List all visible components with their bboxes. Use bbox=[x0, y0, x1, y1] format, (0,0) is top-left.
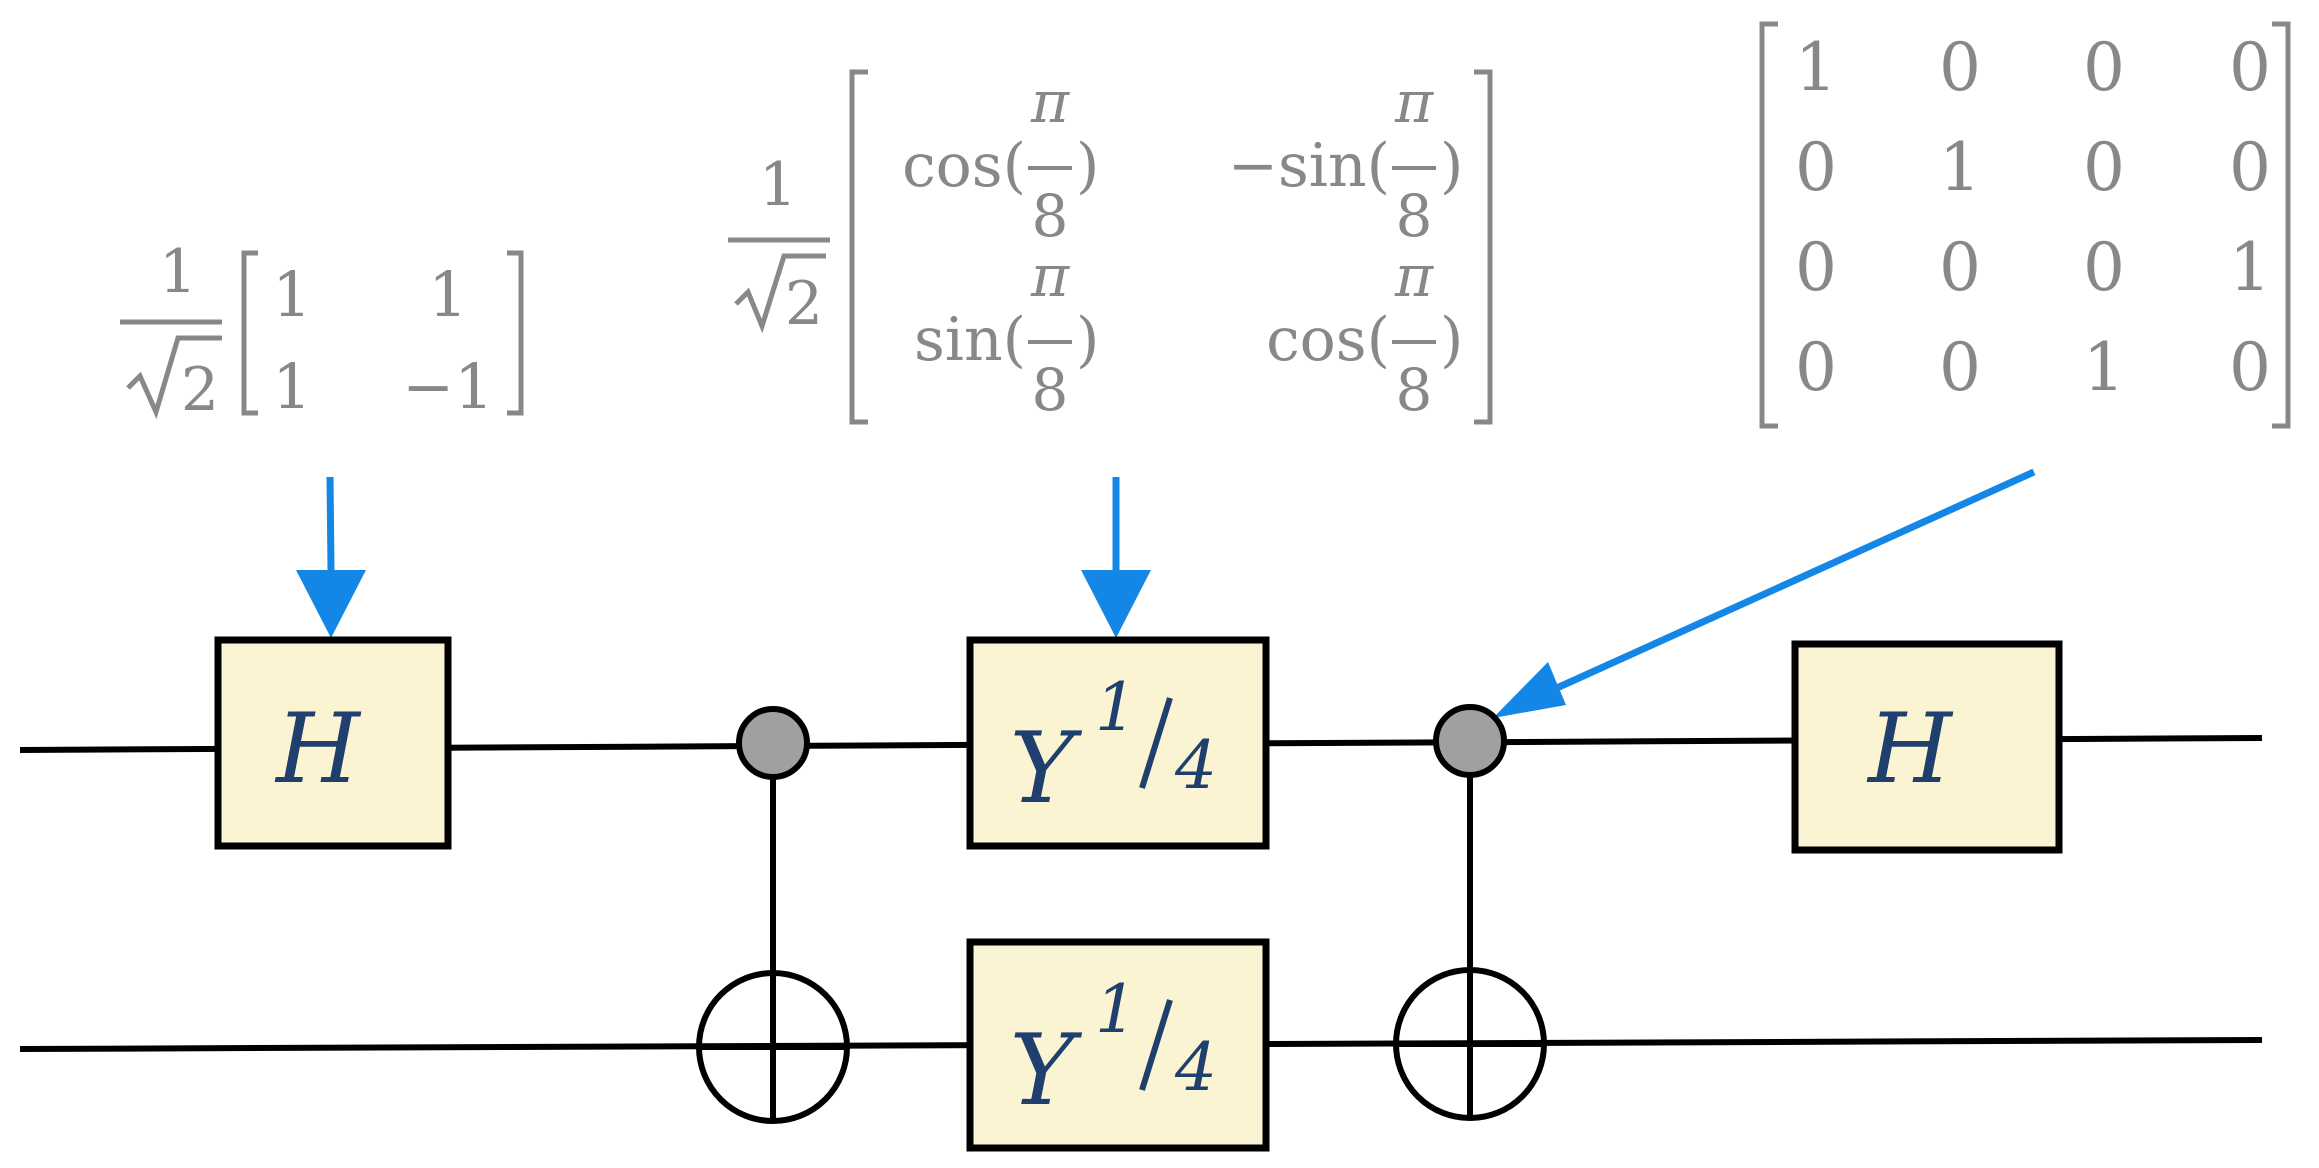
y-left-bracket bbox=[849, 69, 868, 425]
cnot-cell: 0 bbox=[1939, 229, 1981, 306]
cnot-cell: 0 bbox=[1939, 329, 1981, 406]
y-cell-pi: π bbox=[1394, 68, 1434, 136]
hadamard-gate-first: H bbox=[214, 636, 452, 850]
cnot-left-bracket bbox=[1759, 21, 1778, 429]
y-cell-eight: 8 bbox=[1032, 356, 1069, 424]
cnot-cell: 0 bbox=[1795, 329, 1837, 406]
cnot-gate-2 bbox=[1393, 704, 1547, 1121]
hadamard-prefactor-denominator: 2 bbox=[181, 355, 219, 425]
gate-box bbox=[214, 636, 452, 850]
hadamard-cell: 1 bbox=[272, 350, 311, 423]
hadamard-sqrt-sign bbox=[126, 335, 222, 420]
cnot-cell: 1 bbox=[1795, 29, 1837, 106]
gate-label-base: Y bbox=[1010, 712, 1083, 826]
cnot-cell: 0 bbox=[2229, 29, 2271, 106]
y-right-bracket bbox=[1474, 69, 1493, 425]
gate-label-exponent-slash bbox=[1139, 697, 1173, 789]
hadamard-right-bracket bbox=[507, 250, 524, 416]
hadamard-cell: 1 bbox=[272, 258, 311, 331]
y-sqrt-sign bbox=[734, 253, 826, 334]
y-cell-close: ) bbox=[1440, 131, 1463, 201]
y-cell-function: sin( bbox=[914, 305, 1026, 375]
hadamard-cell: −1 bbox=[402, 350, 493, 423]
cnot-cell: 0 bbox=[1795, 129, 1837, 206]
y-cell-function: −sin( bbox=[1228, 131, 1390, 201]
cnot-gate-1 bbox=[696, 706, 850, 1124]
gate-label-exponent-numerator: 1 bbox=[1095, 669, 1137, 746]
y-quarter-gate-bottom: Y 1 4 bbox=[966, 938, 1270, 1152]
cnot-cells: 1 0 0 0 0 1 0 0 0 0 0 1 0 0 1 0 bbox=[1795, 29, 2271, 406]
y-cell-function: cos( bbox=[1266, 305, 1390, 375]
hadamard-cell: 1 bbox=[428, 258, 467, 331]
y-cell-pi: π bbox=[1394, 242, 1434, 310]
y-cell-function: cos( bbox=[902, 131, 1026, 201]
gate-label: H bbox=[274, 693, 362, 805]
cnot-cell: 0 bbox=[2083, 229, 2125, 306]
y-cell-eight: 8 bbox=[1032, 182, 1069, 250]
cnot-cell: 0 bbox=[1939, 29, 1981, 106]
cnot-cell: 1 bbox=[2083, 329, 2125, 406]
gate-box bbox=[966, 636, 1270, 850]
hadamard-pointer-arrow bbox=[326, 476, 335, 571]
cnot-cell: 1 bbox=[1939, 129, 1981, 206]
cnot-cell: 1 bbox=[2229, 229, 2271, 306]
gate-label-exponent-denominator: 4 bbox=[1174, 1029, 1217, 1106]
y-cell-close: ) bbox=[1076, 131, 1099, 201]
y-arrowhead bbox=[1081, 570, 1151, 638]
cnot-cell: 0 bbox=[2229, 329, 2271, 406]
y-cell-pi: π bbox=[1030, 242, 1070, 310]
cnot-arrowhead bbox=[1493, 662, 1566, 718]
cnot-right-bracket bbox=[2272, 21, 2291, 429]
cnot-matrix: 1 0 0 0 0 1 0 0 0 0 0 1 0 0 1 0 bbox=[1759, 21, 2291, 429]
y-quarter-matrix: 1 2 cos( π 8 ) −sin( π 8 ) sin( π 8 ) co… bbox=[728, 68, 1493, 425]
y-cell-pi: π bbox=[1030, 68, 1070, 136]
cnot-cell: 0 bbox=[2229, 129, 2271, 206]
cnot-cell: 0 bbox=[2083, 129, 2125, 206]
y-cell-eight: 8 bbox=[1396, 356, 1433, 424]
control-dot bbox=[736, 706, 810, 780]
hadamard-matrix: 1 2 1 1 1 −1 bbox=[120, 237, 524, 425]
cnot-pointer-arrow bbox=[1546, 468, 2036, 696]
y-quarter-gate-top: Y 1 4 bbox=[966, 636, 1270, 850]
cnot-cell: 0 bbox=[1795, 229, 1837, 306]
gate-label-exponent-numerator: 1 bbox=[1095, 971, 1137, 1048]
y-cell-close: ) bbox=[1440, 305, 1463, 375]
gate-box bbox=[1791, 640, 2063, 854]
hadamard-arrowhead bbox=[296, 570, 366, 638]
gate-label-exponent-denominator: 4 bbox=[1174, 727, 1217, 804]
cnot-cell: 0 bbox=[2083, 29, 2125, 106]
hadamard-prefactor-numerator: 1 bbox=[159, 237, 197, 307]
control-dot bbox=[1433, 704, 1507, 778]
hadamard-gate-last: H bbox=[1791, 640, 2063, 854]
annotation-arrows bbox=[296, 468, 2036, 718]
hadamard-left-bracket bbox=[241, 250, 258, 416]
y-cell-close: ) bbox=[1076, 305, 1099, 375]
y-prefactor-numerator: 1 bbox=[759, 150, 797, 220]
y-prefactor-denominator: 2 bbox=[785, 269, 823, 339]
gate-label-base: Y bbox=[1010, 1014, 1083, 1128]
y-cell-eight: 8 bbox=[1396, 182, 1433, 250]
gate-box bbox=[966, 938, 1270, 1152]
gate-label-exponent-slash bbox=[1139, 999, 1173, 1091]
gate-label: H bbox=[1866, 693, 1954, 805]
